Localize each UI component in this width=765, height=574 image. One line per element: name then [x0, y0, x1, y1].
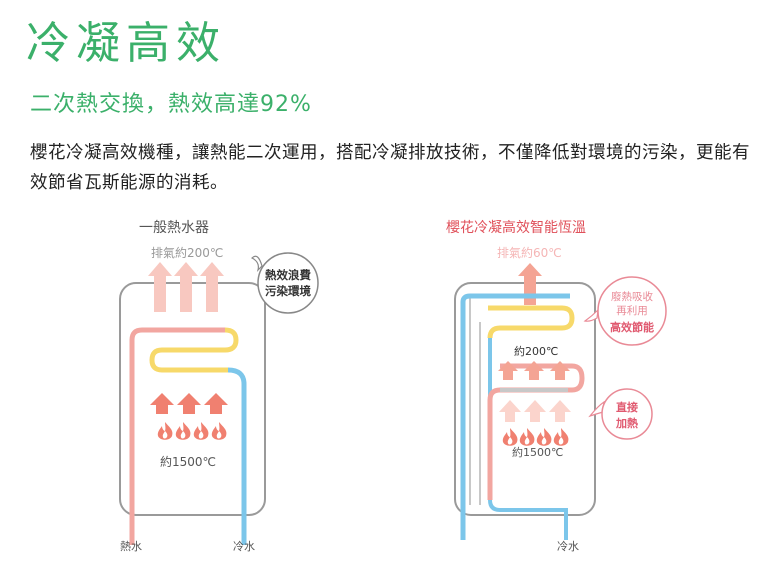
right-diagram-title: 櫻花冷凝高效智能恆溫: [446, 219, 586, 236]
page-subtitle: 二次熱交換，熱效高達92%: [30, 92, 312, 117]
left-flame-temp: 約1500℃: [160, 454, 216, 469]
left-exchange-pipe: [149, 327, 239, 373]
right-recovery-bubble: [597, 276, 667, 346]
page-title: 冷凝高效: [26, 18, 226, 69]
left-exhaust-label: 排氣約200℃: [151, 245, 223, 260]
left-hot-outlet-label: 熱水: [120, 540, 142, 553]
right-bubble1-line1: 廢熱吸收: [611, 290, 653, 303]
left-cold-pipe: [227, 367, 247, 545]
right-burner-flames: [502, 428, 569, 446]
left-warning-bubble: [257, 252, 319, 314]
right-exhaust-label: 排氣約60℃: [497, 245, 562, 260]
left-cold-inlet-label: 冷水: [233, 540, 255, 553]
right-direct-heat-bubble: [601, 388, 653, 440]
right-mid-temp: 約200℃: [514, 344, 558, 358]
right-secondary-exchanger: [487, 305, 575, 339]
left-heater-body: [119, 282, 266, 516]
left-diagram: 一般熱水器 排氣約200℃ 約1500℃: [119, 220, 319, 553]
right-heat-arrows: [499, 400, 571, 422]
right-mid-arrows: [498, 361, 570, 380]
description-text: 櫻花冷凝高效機種，讓熱能二次運用，搭配冷凝排放技術，不僅降低對環境的污染，更能有…: [30, 143, 750, 193]
left-heat-arrows: [150, 393, 228, 414]
right-primary-exchanger: [487, 363, 585, 500]
left-hot-pipe: [129, 327, 225, 545]
right-flame-temp: 約1500℃: [512, 445, 563, 459]
left-burner-flames: [157, 422, 227, 440]
right-cold-inlet-label: 冷水: [557, 540, 579, 553]
right-diagram: 櫻花冷凝高效智能恆溫 排氣約60℃ 約200℃: [446, 219, 667, 553]
left-diagram-title: 一般熱水器: [139, 220, 209, 236]
left-bubble-line2: 污染環境: [265, 284, 311, 298]
right-bubble2-line1: 直接: [616, 400, 638, 414]
left-exhaust-arrows: [148, 262, 224, 312]
right-cold-pipe: [460, 293, 570, 540]
right-bubble2-line2: 加熱: [615, 416, 638, 430]
right-bubble1-line2: 再利用: [616, 305, 648, 317]
left-bubble-line1: 熱效浪費: [265, 268, 311, 282]
right-bubble1-line3: 高效節能: [610, 320, 654, 334]
